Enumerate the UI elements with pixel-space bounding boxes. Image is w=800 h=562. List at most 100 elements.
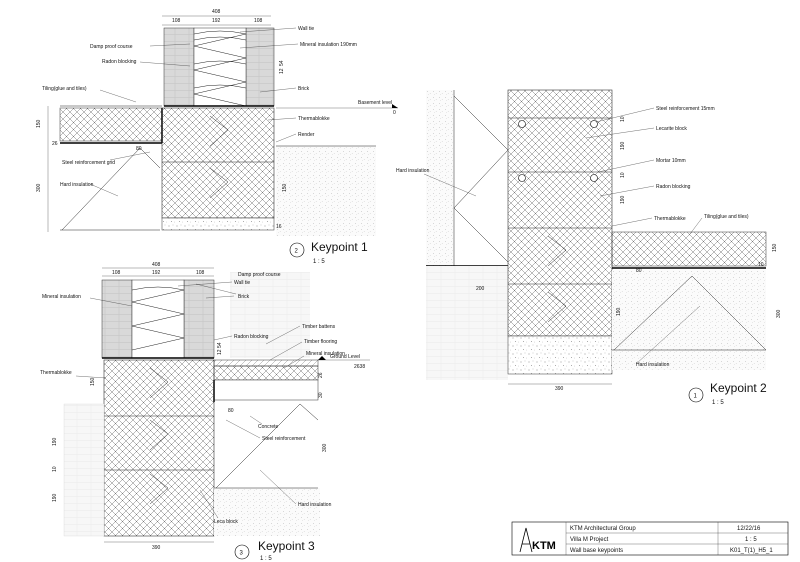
tb-number: K01_T(1)_H5_1 xyxy=(730,548,773,554)
label2-radon: Radon blocking xyxy=(656,184,691,190)
lecarite-wall xyxy=(507,89,613,337)
label3-brick: Brick xyxy=(238,294,250,300)
label3-timber-battens: Timber battens xyxy=(302,324,336,330)
ground2-soil xyxy=(612,270,766,370)
label3-radon: Radon blocking xyxy=(234,334,269,340)
dim2-side-190-a: 190 xyxy=(620,141,626,150)
keypoint-2-detail: 390 10 190 10 190 150 10 200 80 190 300 … xyxy=(396,89,782,406)
keypoint-1-title: Keypoint 1 xyxy=(311,240,368,254)
floor-slab xyxy=(59,107,163,142)
foundation2-concrete xyxy=(507,335,613,375)
ktm-logo: KTM xyxy=(519,527,556,553)
dim2-side-150: 150 xyxy=(772,243,778,252)
label2-hard-insulation: Hard insulation xyxy=(636,362,670,368)
dim-side-300: 300 xyxy=(36,183,42,192)
dim3-top-mid: 192 xyxy=(152,270,161,276)
basement-level-label: Basement level xyxy=(358,100,392,106)
keypoint-1-scale: 1 : 5 xyxy=(313,259,325,265)
dim3-side-54: 54 xyxy=(217,342,223,348)
tb-drawing: Wall base keypoints xyxy=(570,548,623,554)
dim2-side-190-c: 190 xyxy=(616,307,622,316)
thermablokke-block xyxy=(161,107,275,219)
keypoint-3-number-circle xyxy=(234,544,250,560)
label-steel-grid: Steel reinforcement grid xyxy=(62,160,115,166)
dim3-top-right: 108 xyxy=(196,270,205,276)
label2-tiling: Tiling(glue and tiles) xyxy=(704,214,749,220)
rebar-2b xyxy=(590,174,598,182)
logo-text: KTM xyxy=(532,540,556,552)
timber-flooring xyxy=(213,359,319,367)
tb-project: Villa M Project xyxy=(570,537,609,543)
dim-side-12: 12 xyxy=(279,68,285,74)
dim-side-150: 150 xyxy=(36,119,42,128)
dim-side-16: 16 xyxy=(276,224,282,230)
keypoint-2-title: Keypoint 2 xyxy=(710,381,767,395)
keypoint-3-detail: 408 108 192 108 Ground Level 2638 xyxy=(40,262,370,562)
label-radon-blocking: Radon blocking xyxy=(102,59,137,65)
dim-top-left: 108 xyxy=(172,18,181,24)
tb-company: KTM Architectural Group xyxy=(570,526,636,532)
dim3-side-190-a: 190 xyxy=(52,437,58,446)
label-wall-tie: Wall tie xyxy=(298,26,314,32)
label3-steel: Steel reinforcement xyxy=(262,436,306,442)
dim2-bottom-390: 390 xyxy=(555,386,564,392)
brick-leaf-left xyxy=(163,27,195,107)
rebar-1a xyxy=(518,120,526,128)
label-brick: Brick xyxy=(298,86,310,92)
label-mineral-insulation: Mineral insulation 190mm xyxy=(300,42,357,48)
brick3-right xyxy=(183,279,215,359)
keypoint-2-number-circle xyxy=(688,387,704,403)
label-damp-proof: Damp proof course xyxy=(90,44,133,50)
label3-leca: Leca block xyxy=(214,519,238,525)
label3-timber-flooring: Timber flooring xyxy=(304,339,337,345)
brick-leaf-right xyxy=(245,27,275,107)
lower-left-brick xyxy=(426,266,508,380)
dim-side-150-right: 150 xyxy=(282,183,288,192)
keypoint-2-number: 1 xyxy=(694,394,698,400)
left-soil-column xyxy=(426,90,454,266)
ground-soil xyxy=(276,146,376,236)
dim3-top-total: 408 xyxy=(152,262,161,268)
dim2-side-10-b: 10 xyxy=(620,172,626,178)
floor-mineral-insulation xyxy=(213,365,319,381)
dim-top-right: 108 xyxy=(254,18,263,24)
basement-level-value: 0 xyxy=(393,110,396,116)
dim2-side-190-b: 190 xyxy=(620,195,626,204)
foundation-concrete xyxy=(161,217,275,231)
dim3-side-190-b: 190 xyxy=(52,493,58,502)
label3-thermablokke: Thermablokke xyxy=(40,370,72,376)
ground-level-value: 2638 xyxy=(354,364,365,370)
label2-mortar: Mortar 10mm xyxy=(656,158,686,164)
dim2-side-80: 80 xyxy=(636,268,642,274)
dim3-side-300: 300 xyxy=(322,443,328,452)
dim3-side-10: 10 xyxy=(52,466,58,472)
dim-side-54: 54 xyxy=(279,60,285,66)
label-thermablokke: Thermablokke xyxy=(298,116,330,122)
dim2-side-10-a: 10 xyxy=(620,116,626,122)
tb-date: 12/22/16 xyxy=(737,526,761,532)
label3-mineral: Mineral insulation xyxy=(42,294,81,300)
label-tiling: Tiling(glue and tiles) xyxy=(42,86,87,92)
rebar-2a xyxy=(518,174,526,182)
dim-top-mid: 192 xyxy=(212,18,221,24)
mineral3-insulation xyxy=(131,279,185,359)
mineral-insulation xyxy=(193,27,247,107)
label-hard-insulation: Hard insulation xyxy=(60,182,94,188)
dim2-side-10-c: 10 xyxy=(758,262,764,268)
keypoint-3-title: Keypoint 3 xyxy=(258,539,315,553)
dim-side-80: 80 xyxy=(136,146,142,152)
dim3-side-26: 26 xyxy=(318,372,324,378)
ground-level-label: Ground Level xyxy=(330,354,360,360)
keypoint-3-scale: 1 : 5 xyxy=(260,556,272,562)
rebar-1b xyxy=(590,120,598,128)
dim3-bottom-390: 390 xyxy=(152,545,161,551)
keypoint-1-number: 2 xyxy=(295,249,299,255)
tb-scale: 1 : 5 xyxy=(745,537,757,543)
title-block: KTM KTM Architectural Group 12/22/16 Vil… xyxy=(511,521,789,556)
dim3-top-left: 108 xyxy=(112,270,121,276)
label2-hard-insulation-left: Hard insulation xyxy=(396,168,430,174)
dim3-side-30: 30 xyxy=(318,392,324,398)
label3-mineral-2: Mineral insulation xyxy=(306,351,345,357)
label3-damp-proof: Damp proof course xyxy=(238,272,281,278)
